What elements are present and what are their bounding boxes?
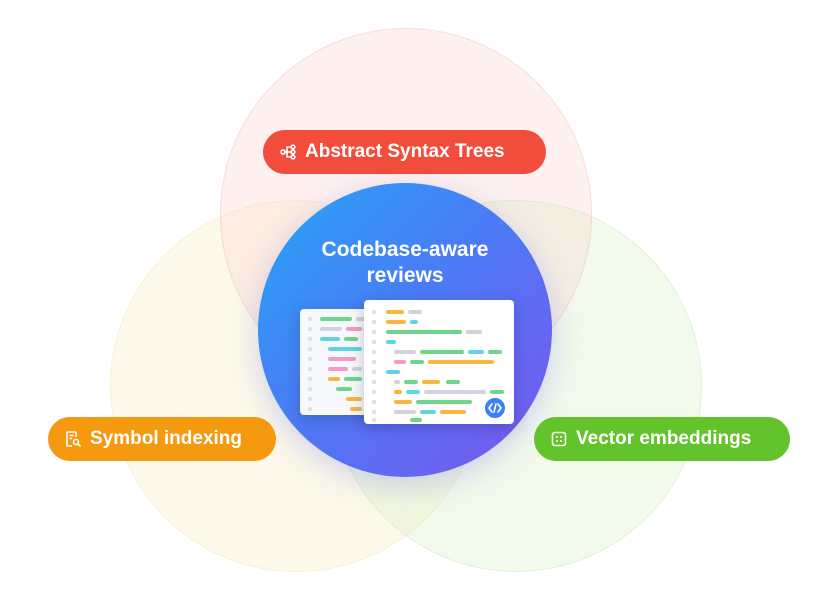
center-title-line1: Codebase-aware xyxy=(321,238,489,261)
abstract-syntax-trees-label: Abstract Syntax Trees xyxy=(305,141,505,162)
center-title: Codebase-aware reviews xyxy=(258,237,552,289)
grid-icon xyxy=(550,430,568,448)
abstract-syntax-trees-pill: Abstract Syntax Trees xyxy=(263,130,546,174)
center-title-line2: reviews xyxy=(366,264,444,287)
vector-embeddings-label: Vector embeddings xyxy=(576,428,752,449)
tree-icon xyxy=(279,143,297,161)
document-search-icon xyxy=(64,430,82,448)
symbol-indexing-pill: Symbol indexing xyxy=(48,417,276,461)
vector-embeddings-pill: Vector embeddings xyxy=(534,417,790,461)
symbol-indexing-label: Symbol indexing xyxy=(90,428,243,449)
code-brackets-icon xyxy=(483,396,507,420)
